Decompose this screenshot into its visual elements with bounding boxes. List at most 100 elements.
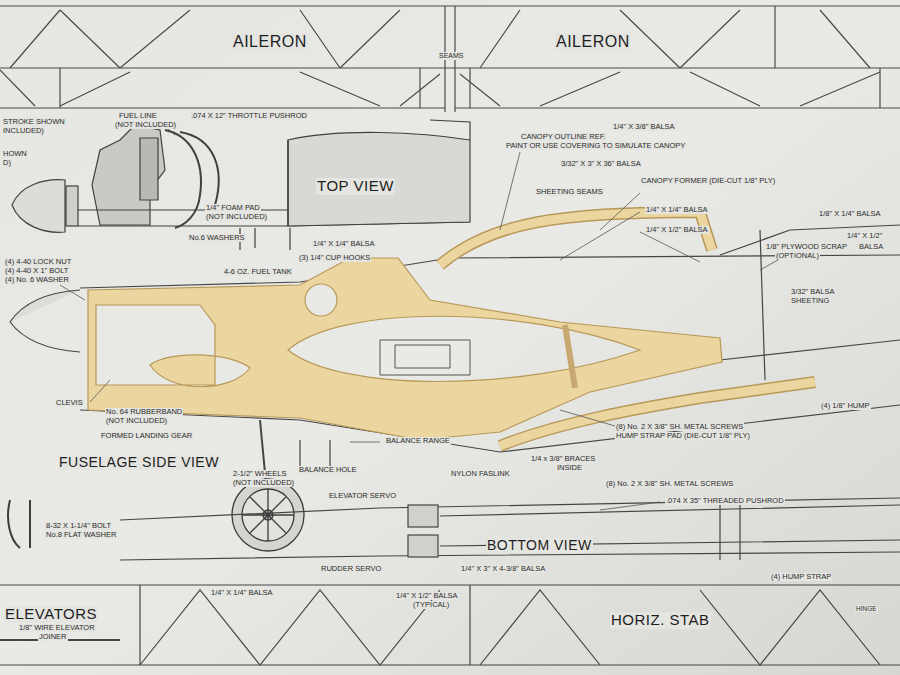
top-view <box>12 180 65 233</box>
part-label: 8-32 X 1-1/4" BOLT <box>45 522 112 530</box>
view-title: BOTTOM VIEW <box>486 538 593 553</box>
part-label: ELEVATOR SERVO <box>328 492 397 500</box>
part-label: HOWN <box>2 150 28 158</box>
wing-panel <box>0 70 880 106</box>
part-label: No.8 FLAT WASHER <box>45 531 117 539</box>
part-label: No.6 WASHERS <box>188 234 246 242</box>
part-label: (NOT INCLUDED) <box>114 121 177 129</box>
fuselage-side-outline <box>720 340 900 360</box>
part-label: JOINER <box>38 633 68 641</box>
top-view <box>66 186 78 226</box>
bottom-view <box>120 498 900 560</box>
part-label: .074 X 35" THREADED PUSHROD <box>665 497 785 505</box>
bottom-view <box>720 498 740 560</box>
wing-panel <box>774 6 775 68</box>
wheel <box>232 479 304 551</box>
part-label: INSIDE <box>556 464 583 472</box>
wing-panel <box>469 68 470 108</box>
part-label: (3) 1/4" CUP HOOKS <box>298 254 371 262</box>
wing-panel <box>59 68 60 108</box>
wheel <box>8 500 30 548</box>
part-label: No. 64 RUBBERBAND <box>105 408 183 416</box>
part-label: PAINT OR USE COVERING TO SIMULATE CANOPY <box>505 142 686 150</box>
part-label: SEAMS <box>438 52 465 60</box>
view-title: ELEVATORS <box>4 606 98 623</box>
wing-panel <box>0 67 900 68</box>
elevator-stab <box>0 585 900 665</box>
wheel <box>242 489 294 541</box>
part-label: 2-1/2" WHEELS <box>232 470 288 478</box>
part-label: FORMED LANDING GEAR <box>100 432 193 440</box>
leader-lines <box>500 152 520 230</box>
top-view <box>140 138 158 200</box>
part-label: .074 X 12" THROTTLE PUSHROD <box>190 112 308 120</box>
wing-panel <box>0 107 445 108</box>
part-label: CANOPY FORMER (DIE-CUT 1/8" PLY) <box>640 177 776 185</box>
top-view <box>288 132 470 226</box>
wing-panel <box>419 68 420 108</box>
part-label: NYLON FASLINK <box>450 470 511 478</box>
wing-panel <box>455 107 900 108</box>
balsa-strips <box>440 212 712 265</box>
top-view <box>287 140 289 226</box>
fuselage-side-outline <box>720 225 900 255</box>
part-label: 4-6 OZ. FUEL TANK <box>223 268 293 276</box>
part-label: BALANCE HOLE <box>298 466 358 474</box>
part-label: 1/4" X 1/2" BALSA <box>645 226 709 234</box>
leader-lines <box>560 212 640 260</box>
fuselage-side-outline <box>10 290 80 322</box>
part-label: 1/4" X 3/8" BALSA <box>612 123 676 131</box>
part-label: (OPTIONAL) <box>775 252 820 260</box>
fuselage-side-outline <box>10 225 900 505</box>
part-label: BALSA <box>858 243 884 251</box>
part-label: (4) 1/8" HUMP <box>820 402 871 410</box>
part-label: FUEL LINE <box>118 112 158 120</box>
part-label: (4) HUMP STRAP <box>770 573 832 581</box>
part-label: (4) No. 6 WASHER <box>4 276 70 284</box>
wing-panel <box>879 68 880 108</box>
part-label: SHEETING SEAMS <box>535 188 604 196</box>
elevator-stab <box>0 585 900 665</box>
part-label: STROKE SHOWN <box>2 118 66 126</box>
bottom-view <box>408 505 438 527</box>
part-label: (8) No. 2 X 3/8" SH. METAL SCREWS <box>615 423 744 431</box>
elevator-stab <box>140 590 440 665</box>
balsa-strips <box>440 212 815 446</box>
part-label: 3/32" BALSA <box>790 288 836 296</box>
part-label: (TYPICAL) <box>412 601 450 609</box>
elevator-stab <box>480 590 880 665</box>
part-label: 1/4" X 1/2" <box>846 232 883 240</box>
part-label: 1/8" X 1/4" BALSA <box>818 210 882 218</box>
view-title: FUSELAGE SIDE VIEW <box>58 455 220 470</box>
part-label: RUDDER SERVO <box>320 565 382 573</box>
part-label: 1/4" X 1/4" BALSA <box>645 206 709 214</box>
view-title: AILERON <box>232 33 308 51</box>
part-label: 1/4" X 1/4" BALSA <box>312 240 376 248</box>
leader-lines <box>560 410 615 426</box>
bottom-view <box>120 498 900 520</box>
balsa-strips <box>500 382 815 446</box>
top-view <box>240 228 290 250</box>
top-view <box>12 120 470 250</box>
part-label: 1/4" X 1/2" BALSA <box>395 592 459 600</box>
part-label: SHEETING <box>790 297 830 305</box>
leader-lines <box>60 285 85 300</box>
part-label: CLEVIS <box>55 399 84 407</box>
part-label: CANOPY OUTLINE REF. <box>520 133 606 141</box>
wing-panel <box>0 6 900 112</box>
fuselage-side-outline <box>760 230 765 380</box>
part-label: 1/8" WIRE ELEVATOR <box>18 624 96 632</box>
bottom-view <box>408 535 438 557</box>
part-label: 1/4" X 1/4" BALSA <box>210 589 274 597</box>
leader-lines <box>90 380 110 402</box>
wing-panel <box>10 10 870 68</box>
balsa-brace <box>565 325 575 388</box>
part-label: (4) 4-40 LOCK NUT <box>4 258 72 266</box>
servo-tray <box>380 340 470 375</box>
view-title: HORIZ. STAB <box>610 612 711 629</box>
leader-lines <box>350 442 380 443</box>
part-label: (8) No. 2 X 3/8" SH. METAL SCREWS <box>605 480 734 488</box>
